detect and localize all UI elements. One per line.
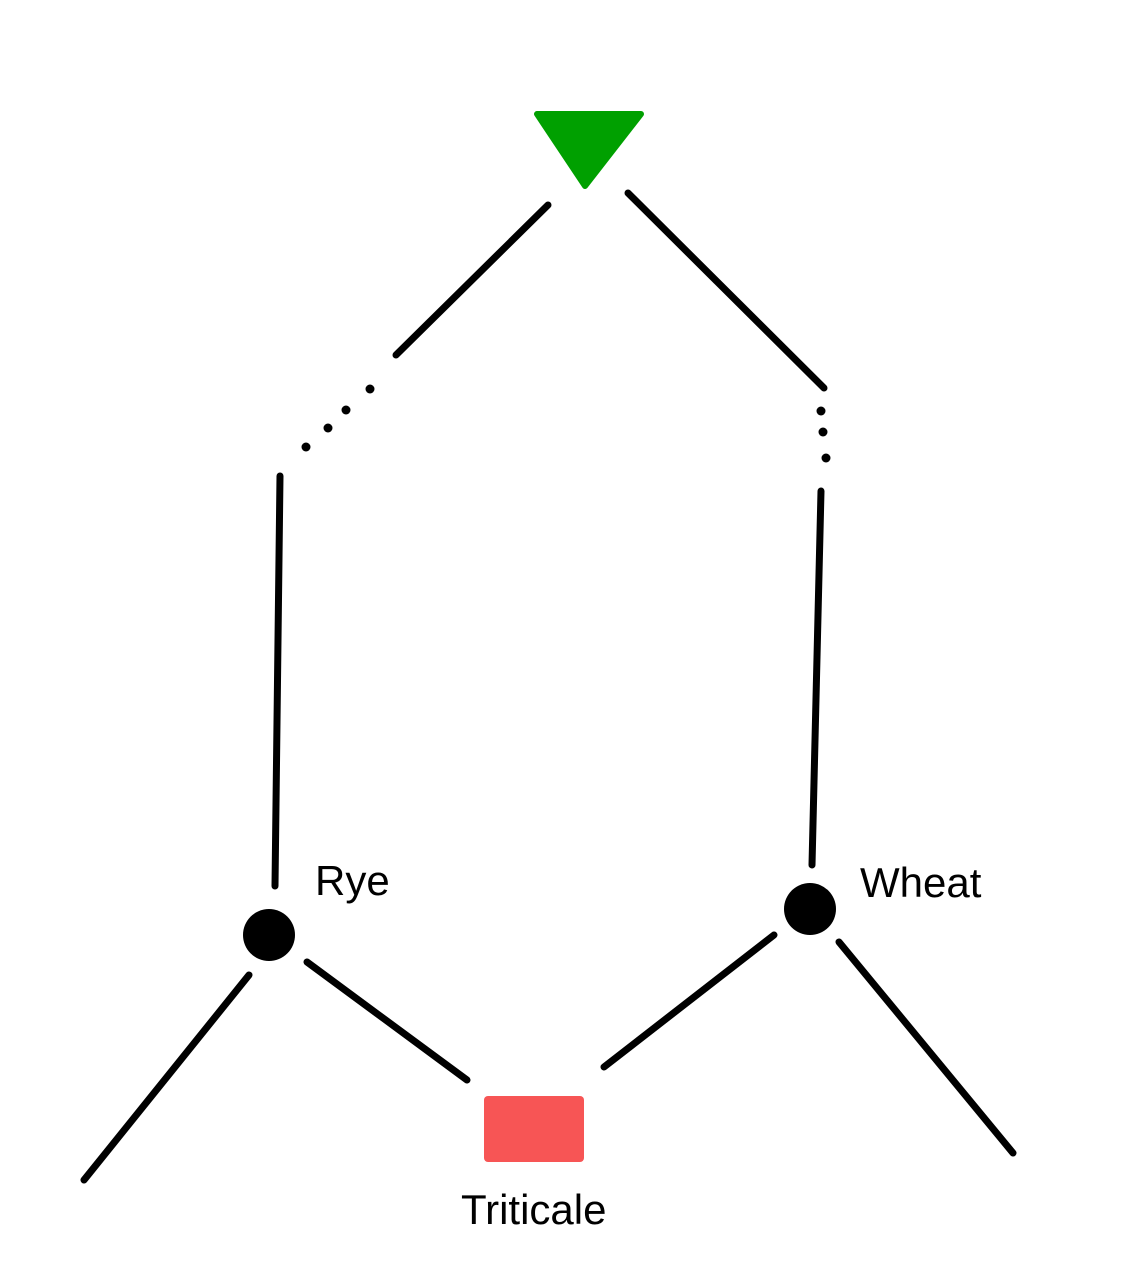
edge-ancestor-wheat-dot <box>821 453 831 463</box>
edge-ancestor-wheat-upper <box>624 189 828 392</box>
edge-wheat-triticale <box>600 931 778 1071</box>
edge-rye-outgoing <box>80 971 253 1184</box>
wheat-node <box>784 883 836 935</box>
rye-label: Rye <box>315 857 390 904</box>
edge-ancestor-rye-upper <box>392 201 552 359</box>
rye-node <box>243 909 295 961</box>
edge-wheat-outgoing <box>835 938 1017 1157</box>
triticale-label: Triticale <box>461 1186 607 1233</box>
triticale-node <box>484 1096 584 1162</box>
edge-ancestor-rye-dot <box>323 423 333 433</box>
ancestor-triangle-icon <box>534 111 644 189</box>
edge-rye-triticale <box>303 958 471 1084</box>
edge-ancestor-wheat-dot <box>816 406 826 416</box>
edge-ancestor-rye-dot <box>301 442 311 452</box>
wheat-label: Wheat <box>860 859 982 906</box>
edge-ancestor-rye-dot <box>365 384 375 394</box>
edge-ancestor-wheat-dot <box>818 427 828 437</box>
edge-ancestor-rye-dot <box>341 405 351 415</box>
edge-ancestor-wheat-lower <box>808 487 825 869</box>
edge-ancestor-rye-lower <box>271 472 284 890</box>
